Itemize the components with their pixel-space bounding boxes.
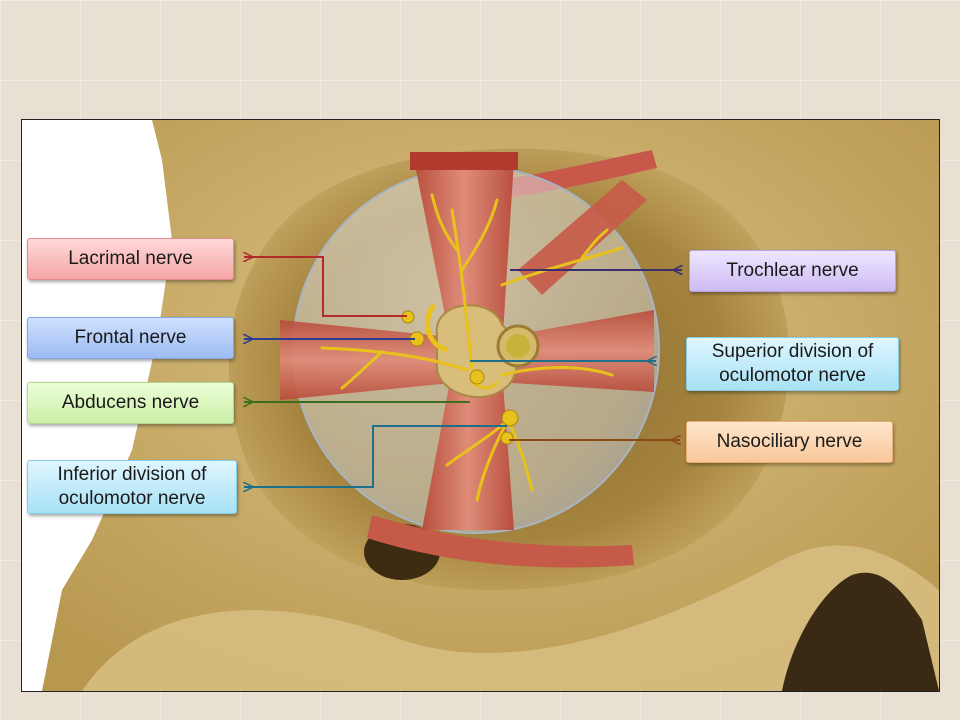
label-superior-division-oculomotor: Superior division of oculomotor nerve xyxy=(686,337,899,391)
label-inferior-division-oculomotor: Inferior division of oculomotor nerve xyxy=(27,460,237,514)
nasal-cavity xyxy=(782,572,939,691)
label-trochlear-nerve: Trochlear nerve xyxy=(689,250,896,292)
label-lacrimal-nerve: Lacrimal nerve xyxy=(27,238,234,280)
maxilla-ridge xyxy=(82,545,939,691)
nerve-superior-division xyxy=(469,369,485,385)
superior-rectus-cut xyxy=(410,152,518,170)
inferior-oblique-muscle xyxy=(367,515,634,568)
optic-nerve-core xyxy=(506,334,530,358)
nerve-trochlear-loop xyxy=(425,303,448,353)
nerve-inferior-division xyxy=(500,431,514,445)
label-abducens-nerve: Abducens nerve xyxy=(27,382,234,424)
nerve-frontal-stump xyxy=(409,331,425,347)
lateral-rectus-muscle xyxy=(497,310,654,392)
superior-rectus-muscle xyxy=(414,160,514,350)
label-frontal-nerve: Frontal nerve xyxy=(27,317,234,359)
nerve-lacrimal-stump xyxy=(401,310,415,324)
nerve-nasociliary-stump xyxy=(501,409,519,427)
superior-oblique-muscle xyxy=(518,180,647,295)
label-nasociliary-nerve: Nasociliary nerve xyxy=(686,421,893,463)
